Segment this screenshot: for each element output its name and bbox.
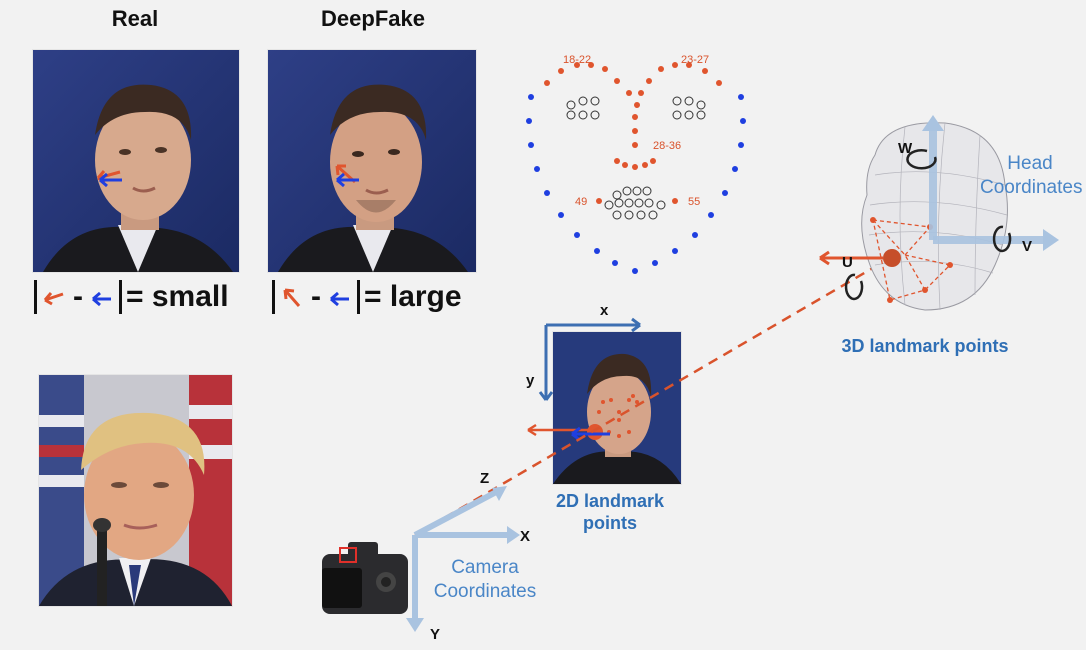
caption-2d-landmarks: 2D landmark points <box>555 491 665 533</box>
real-arrows-icon <box>96 170 122 188</box>
camera-icon <box>322 542 408 614</box>
minus-sign: - <box>311 280 321 313</box>
real-title: Real <box>111 6 159 31</box>
projected-face-photo <box>553 332 681 484</box>
deepfake-arrows-icon <box>335 164 359 188</box>
deepfake-equation-text: = large <box>364 280 462 313</box>
head-axis-w-label: W <box>898 140 913 157</box>
deepfake-title: DeepFake <box>321 6 425 31</box>
second-face-photo <box>39 375 232 606</box>
landmark-label-brow-right: 23-27 <box>681 54 710 66</box>
camera-coordinates-caption: Camera Coordinates <box>433 557 537 602</box>
image-axes-icon <box>538 317 641 401</box>
camera-axis-x-label: X <box>520 528 531 545</box>
landmark-template-diagram <box>526 62 746 274</box>
minus-sign: - <box>73 280 83 313</box>
image-axis-x-label: x <box>600 302 609 319</box>
head-model-icon <box>819 115 1059 311</box>
image-axis-y-label: y <box>526 372 535 389</box>
orange-arrow-icon <box>43 292 64 306</box>
camera-axis-z-label: Z <box>480 470 490 487</box>
head-axis-u-label: U <box>842 254 853 271</box>
landmark-label-nose: 28-36 <box>653 140 682 152</box>
caption-3d-landmarks: 3D landmark points <box>841 336 1009 356</box>
landmark-label-mouth-left: 49 <box>575 196 588 208</box>
deepfake-equation: - = large <box>268 280 462 314</box>
blue-arrow-icon <box>330 291 349 307</box>
deepfake-face-photo <box>268 50 476 272</box>
real-equation: - = small <box>30 280 229 314</box>
real-equation-text: = small <box>126 280 229 313</box>
blue-arrow-icon <box>92 291 111 307</box>
real-face-photo <box>33 50 239 272</box>
camera-axes-icon <box>406 486 520 632</box>
orange-arrow-icon <box>283 288 301 307</box>
head-coordinates-caption: Head Coordinates <box>980 153 1083 198</box>
projection-arrows-icon <box>527 423 610 442</box>
camera-axis-y-label: Y <box>430 626 441 643</box>
landmark-label-mouth-right: 55 <box>688 196 701 208</box>
head-axis-v-label: V <box>1022 238 1033 255</box>
landmark-label-brow-left: 18-22 <box>563 54 592 66</box>
